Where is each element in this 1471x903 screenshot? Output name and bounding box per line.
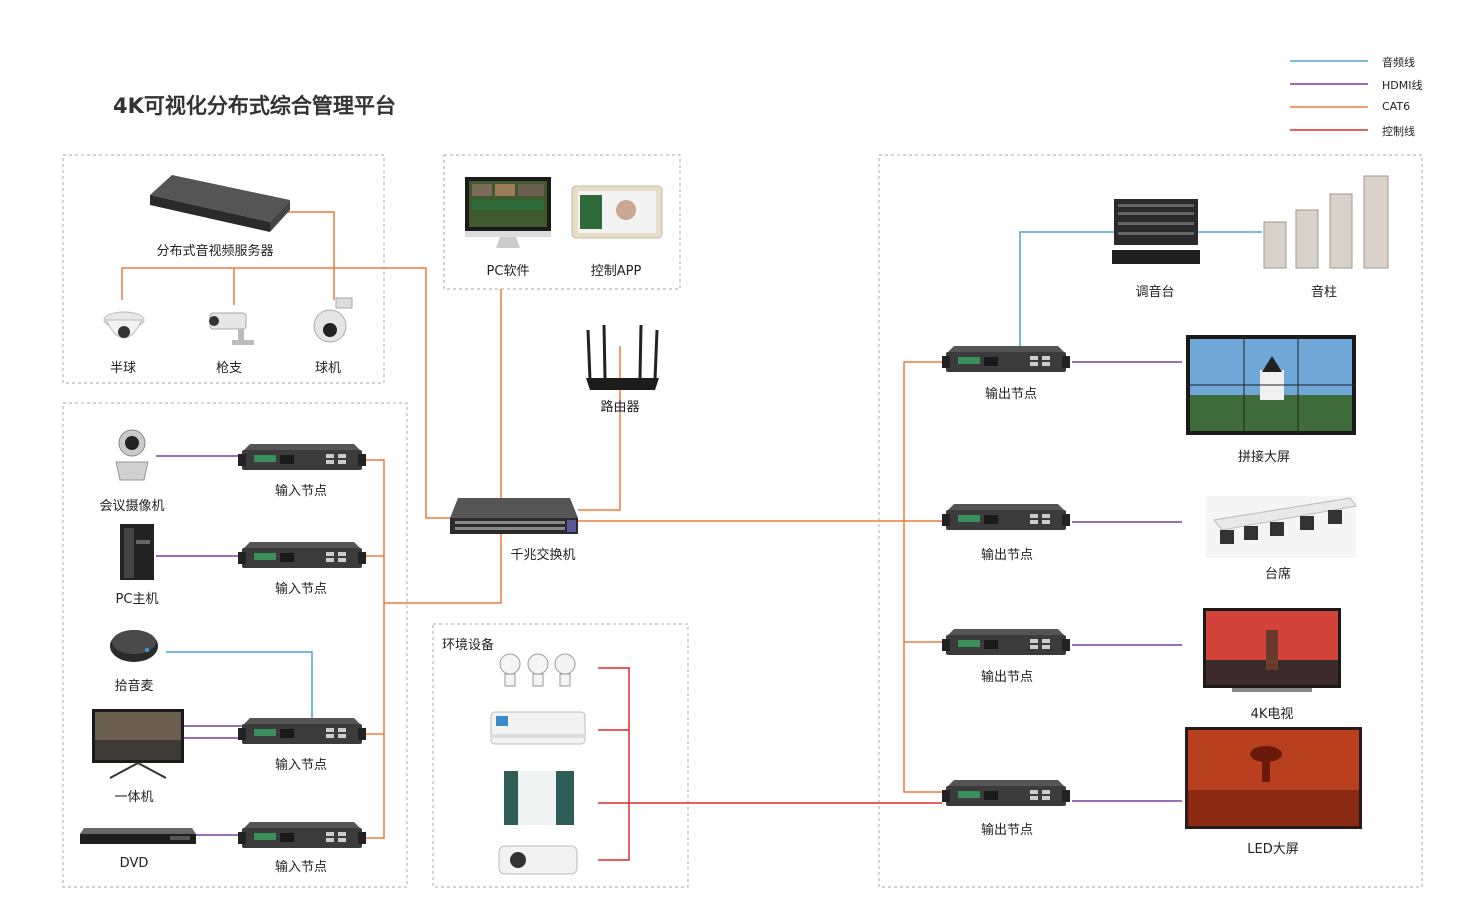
ptz-camera-icon bbox=[313, 297, 353, 343]
server-device bbox=[150, 175, 290, 232]
microphone-icon bbox=[110, 630, 158, 662]
server-label: 分布式音视频服务器 bbox=[156, 244, 274, 259]
pc-software-label: PC软件 bbox=[486, 264, 530, 279]
env-group-label: 环境设备 bbox=[442, 638, 495, 653]
pc-software-icon bbox=[465, 177, 551, 248]
page-title: 4K可视化分布式综合管理平台 bbox=[113, 94, 396, 118]
client-group-box bbox=[443, 154, 681, 290]
legend-label-cat6: CAT6 bbox=[1382, 100, 1411, 113]
dome-camera-icon bbox=[103, 311, 145, 339]
led-label: LED大屏 bbox=[1247, 842, 1299, 857]
control-lines bbox=[598, 667, 942, 861]
mic-label: 拾音麦 bbox=[114, 679, 154, 694]
switch-icon bbox=[450, 498, 578, 534]
pc-host-label: PC主机 bbox=[115, 592, 159, 607]
input-node-label: 输入节点 bbox=[274, 860, 328, 875]
audio-lines bbox=[166, 231, 1262, 720]
led-screen-icon bbox=[1185, 727, 1362, 829]
bullet-camera-icon bbox=[209, 312, 254, 345]
all-in-one-icon bbox=[92, 709, 184, 779]
router-label: 路由器 bbox=[600, 400, 640, 415]
dvd-icon bbox=[80, 828, 196, 844]
speaker-column-icon bbox=[1263, 175, 1389, 269]
output-node-label: 输出节点 bbox=[984, 387, 1038, 402]
input-node-label: 输入节点 bbox=[274, 484, 328, 499]
output-node-label: 输出节点 bbox=[980, 670, 1034, 685]
conference-camera-icon bbox=[115, 429, 149, 481]
dvd-label: DVD bbox=[119, 856, 149, 871]
video-wall-icon bbox=[1186, 335, 1356, 435]
pc-host-icon bbox=[120, 524, 154, 580]
mixer-label: 调音台 bbox=[1135, 285, 1175, 300]
tv4k-icon bbox=[1203, 608, 1341, 692]
switch-label: 千兆交换机 bbox=[510, 548, 576, 563]
splice-screen-label: 拼接大屏 bbox=[1237, 450, 1291, 465]
camera-group-box bbox=[62, 154, 385, 384]
mixer-icon bbox=[1112, 199, 1200, 264]
legend-label-audio: 音频线 bbox=[1382, 56, 1415, 69]
router-icon bbox=[586, 324, 659, 390]
control-app-icon bbox=[571, 185, 663, 239]
legend bbox=[1290, 60, 1368, 131]
desk-label: 台席 bbox=[1264, 567, 1292, 582]
speaker-label: 音柱 bbox=[1310, 285, 1338, 300]
bullet-label: 枪支 bbox=[215, 361, 243, 376]
legend-label-control: 控制线 bbox=[1382, 125, 1415, 138]
control-app-label: 控制APP bbox=[590, 264, 642, 279]
env-group-box bbox=[432, 623, 689, 888]
aio-label: 一体机 bbox=[114, 790, 154, 805]
camera-label: 会议摄像机 bbox=[99, 499, 165, 514]
legend-label-hdmi: HDMI线 bbox=[1382, 79, 1423, 92]
hdmi-lines bbox=[156, 361, 1182, 836]
desk-icon bbox=[1206, 496, 1357, 558]
bulbs-icon bbox=[499, 653, 576, 687]
input-node-label: 输入节点 bbox=[274, 758, 328, 773]
projector-icon bbox=[498, 845, 578, 875]
group-boxes bbox=[62, 154, 1423, 888]
output-node-label: 输出节点 bbox=[980, 823, 1034, 838]
output-node-label: 输出节点 bbox=[980, 548, 1034, 563]
ptz-label: 球机 bbox=[314, 361, 342, 376]
tv4k-label: 4K电视 bbox=[1250, 707, 1294, 722]
dome-label: 半球 bbox=[109, 361, 137, 376]
input-node-label: 输入节点 bbox=[274, 582, 328, 597]
curtain-icon bbox=[504, 771, 574, 825]
air-conditioner-icon bbox=[490, 711, 586, 745]
